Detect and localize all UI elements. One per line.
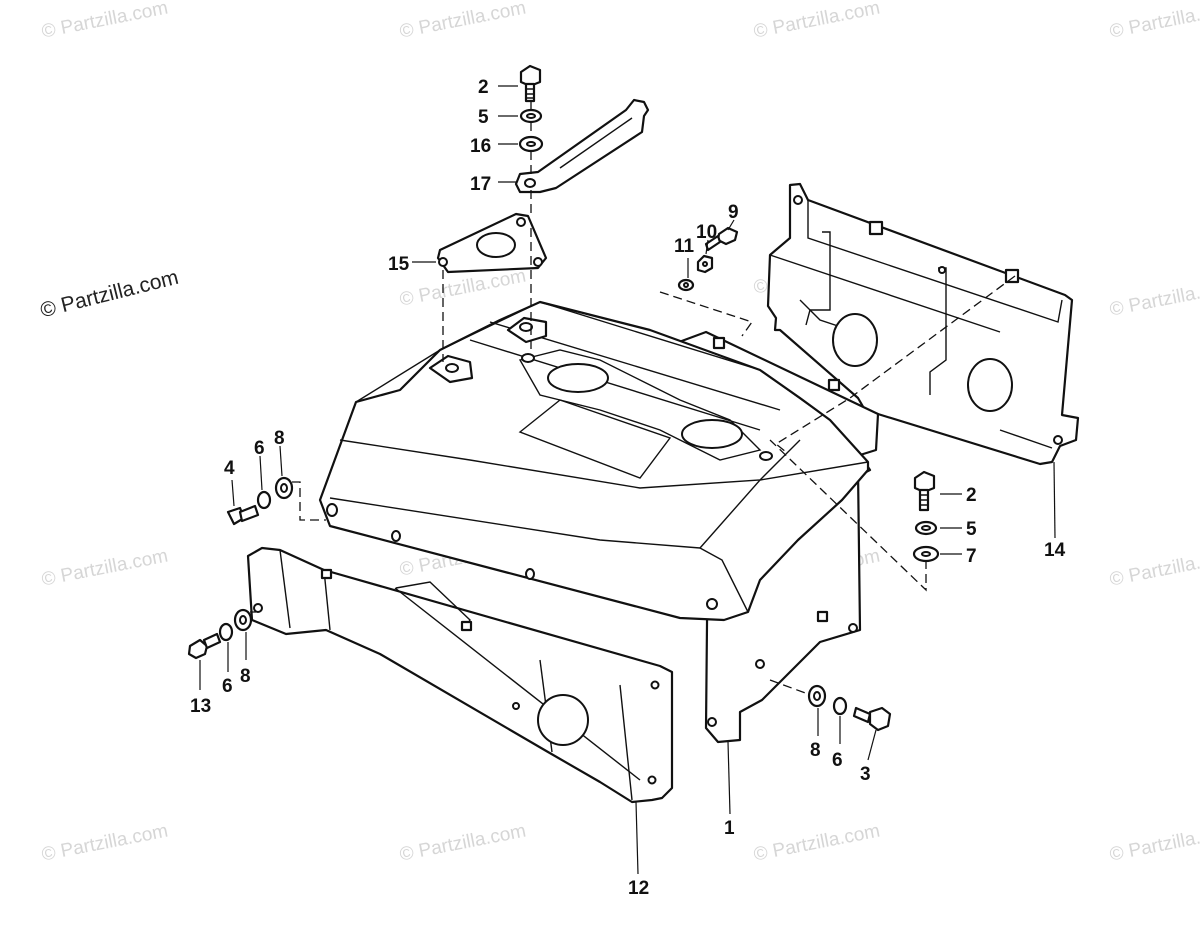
flange-gasket bbox=[436, 212, 548, 274]
callout-12: 12 bbox=[628, 878, 649, 899]
assembly-lines bbox=[250, 102, 1016, 695]
leader-lines bbox=[199, 85, 1056, 875]
callout-2-right: 2 bbox=[966, 485, 977, 506]
bolt-right bbox=[913, 470, 936, 512]
callout-15: 15 bbox=[388, 254, 410, 275]
callout-8-left: 8 bbox=[274, 428, 285, 449]
callout-17: 17 bbox=[470, 174, 491, 195]
lock-washer-top bbox=[519, 108, 543, 124]
bolt-4 bbox=[226, 504, 260, 526]
lock-washer-6-right bbox=[832, 696, 848, 716]
callout-2-top: 2 bbox=[478, 77, 489, 98]
callout-3: 3 bbox=[860, 764, 871, 785]
bolt-top bbox=[519, 64, 542, 103]
flat-washer-8-lower bbox=[233, 608, 253, 632]
callout-14: 14 bbox=[1044, 540, 1066, 561]
front-lower-bracket bbox=[246, 546, 674, 804]
washer-11 bbox=[677, 278, 695, 292]
callout-16: 16 bbox=[470, 136, 491, 157]
bolt-13 bbox=[187, 632, 222, 660]
flat-washer-top bbox=[518, 135, 544, 153]
callout-6-right: 6 bbox=[832, 750, 843, 771]
callout-5-top: 5 bbox=[478, 107, 489, 128]
callout-5-right: 5 bbox=[966, 519, 977, 540]
callout-6-left: 6 bbox=[254, 438, 265, 459]
callout-11: 11 bbox=[674, 236, 695, 257]
callout-8-right: 8 bbox=[810, 740, 821, 761]
callout-6-lower: 6 bbox=[222, 676, 233, 697]
callout-1: 1 bbox=[724, 818, 735, 839]
flat-washer-8-left bbox=[274, 476, 294, 500]
lock-washer-6-lower bbox=[218, 622, 234, 642]
callout-13: 13 bbox=[190, 696, 211, 717]
callout-4: 4 bbox=[224, 458, 235, 479]
callout-10: 10 bbox=[696, 222, 717, 243]
flat-washer-7 bbox=[912, 545, 940, 563]
strap-bracket bbox=[514, 98, 650, 194]
bolt-3 bbox=[852, 706, 892, 732]
flat-washer-8-right bbox=[807, 684, 827, 708]
main-shroud-housing bbox=[318, 300, 880, 744]
callout-labels: 2 5 16 17 15 11 10 9 14 4 6 8 2 5 7 13 6… bbox=[190, 77, 1066, 899]
lock-washer-6-left bbox=[256, 490, 272, 510]
callout-8-lower: 8 bbox=[240, 666, 251, 687]
callout-9: 9 bbox=[728, 202, 739, 223]
nut-10 bbox=[696, 254, 714, 274]
callout-7: 7 bbox=[966, 546, 977, 567]
rear-mounting-plate bbox=[766, 182, 1080, 466]
lock-washer-5-right bbox=[914, 520, 938, 536]
screw-9 bbox=[704, 226, 739, 252]
